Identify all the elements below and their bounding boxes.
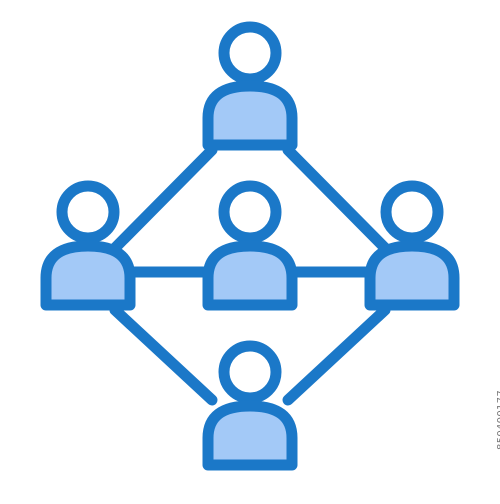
connection-lines <box>109 144 391 406</box>
connector-left-bottom <box>109 304 218 406</box>
person-top-head <box>218 21 282 85</box>
person-bottom-icon <box>202 340 298 471</box>
person-center-body <box>202 240 298 311</box>
connector-top-right <box>282 144 391 254</box>
person-left-body <box>40 240 136 311</box>
person-right-head <box>380 180 444 244</box>
person-right-icon <box>364 180 460 311</box>
person-center-head <box>218 180 282 244</box>
person-bottom-body <box>202 400 298 471</box>
person-center-icon <box>202 180 298 311</box>
stock-id-label: 850400177 <box>496 390 500 450</box>
connector-right-bottom <box>282 304 391 406</box>
connector-top-left <box>109 144 218 254</box>
person-right-body <box>364 240 460 311</box>
person-left-icon <box>40 180 136 311</box>
person-left-head <box>56 180 120 244</box>
person-top-body <box>202 80 298 151</box>
person-bottom-head <box>218 340 282 404</box>
person-top-icon <box>202 21 298 151</box>
